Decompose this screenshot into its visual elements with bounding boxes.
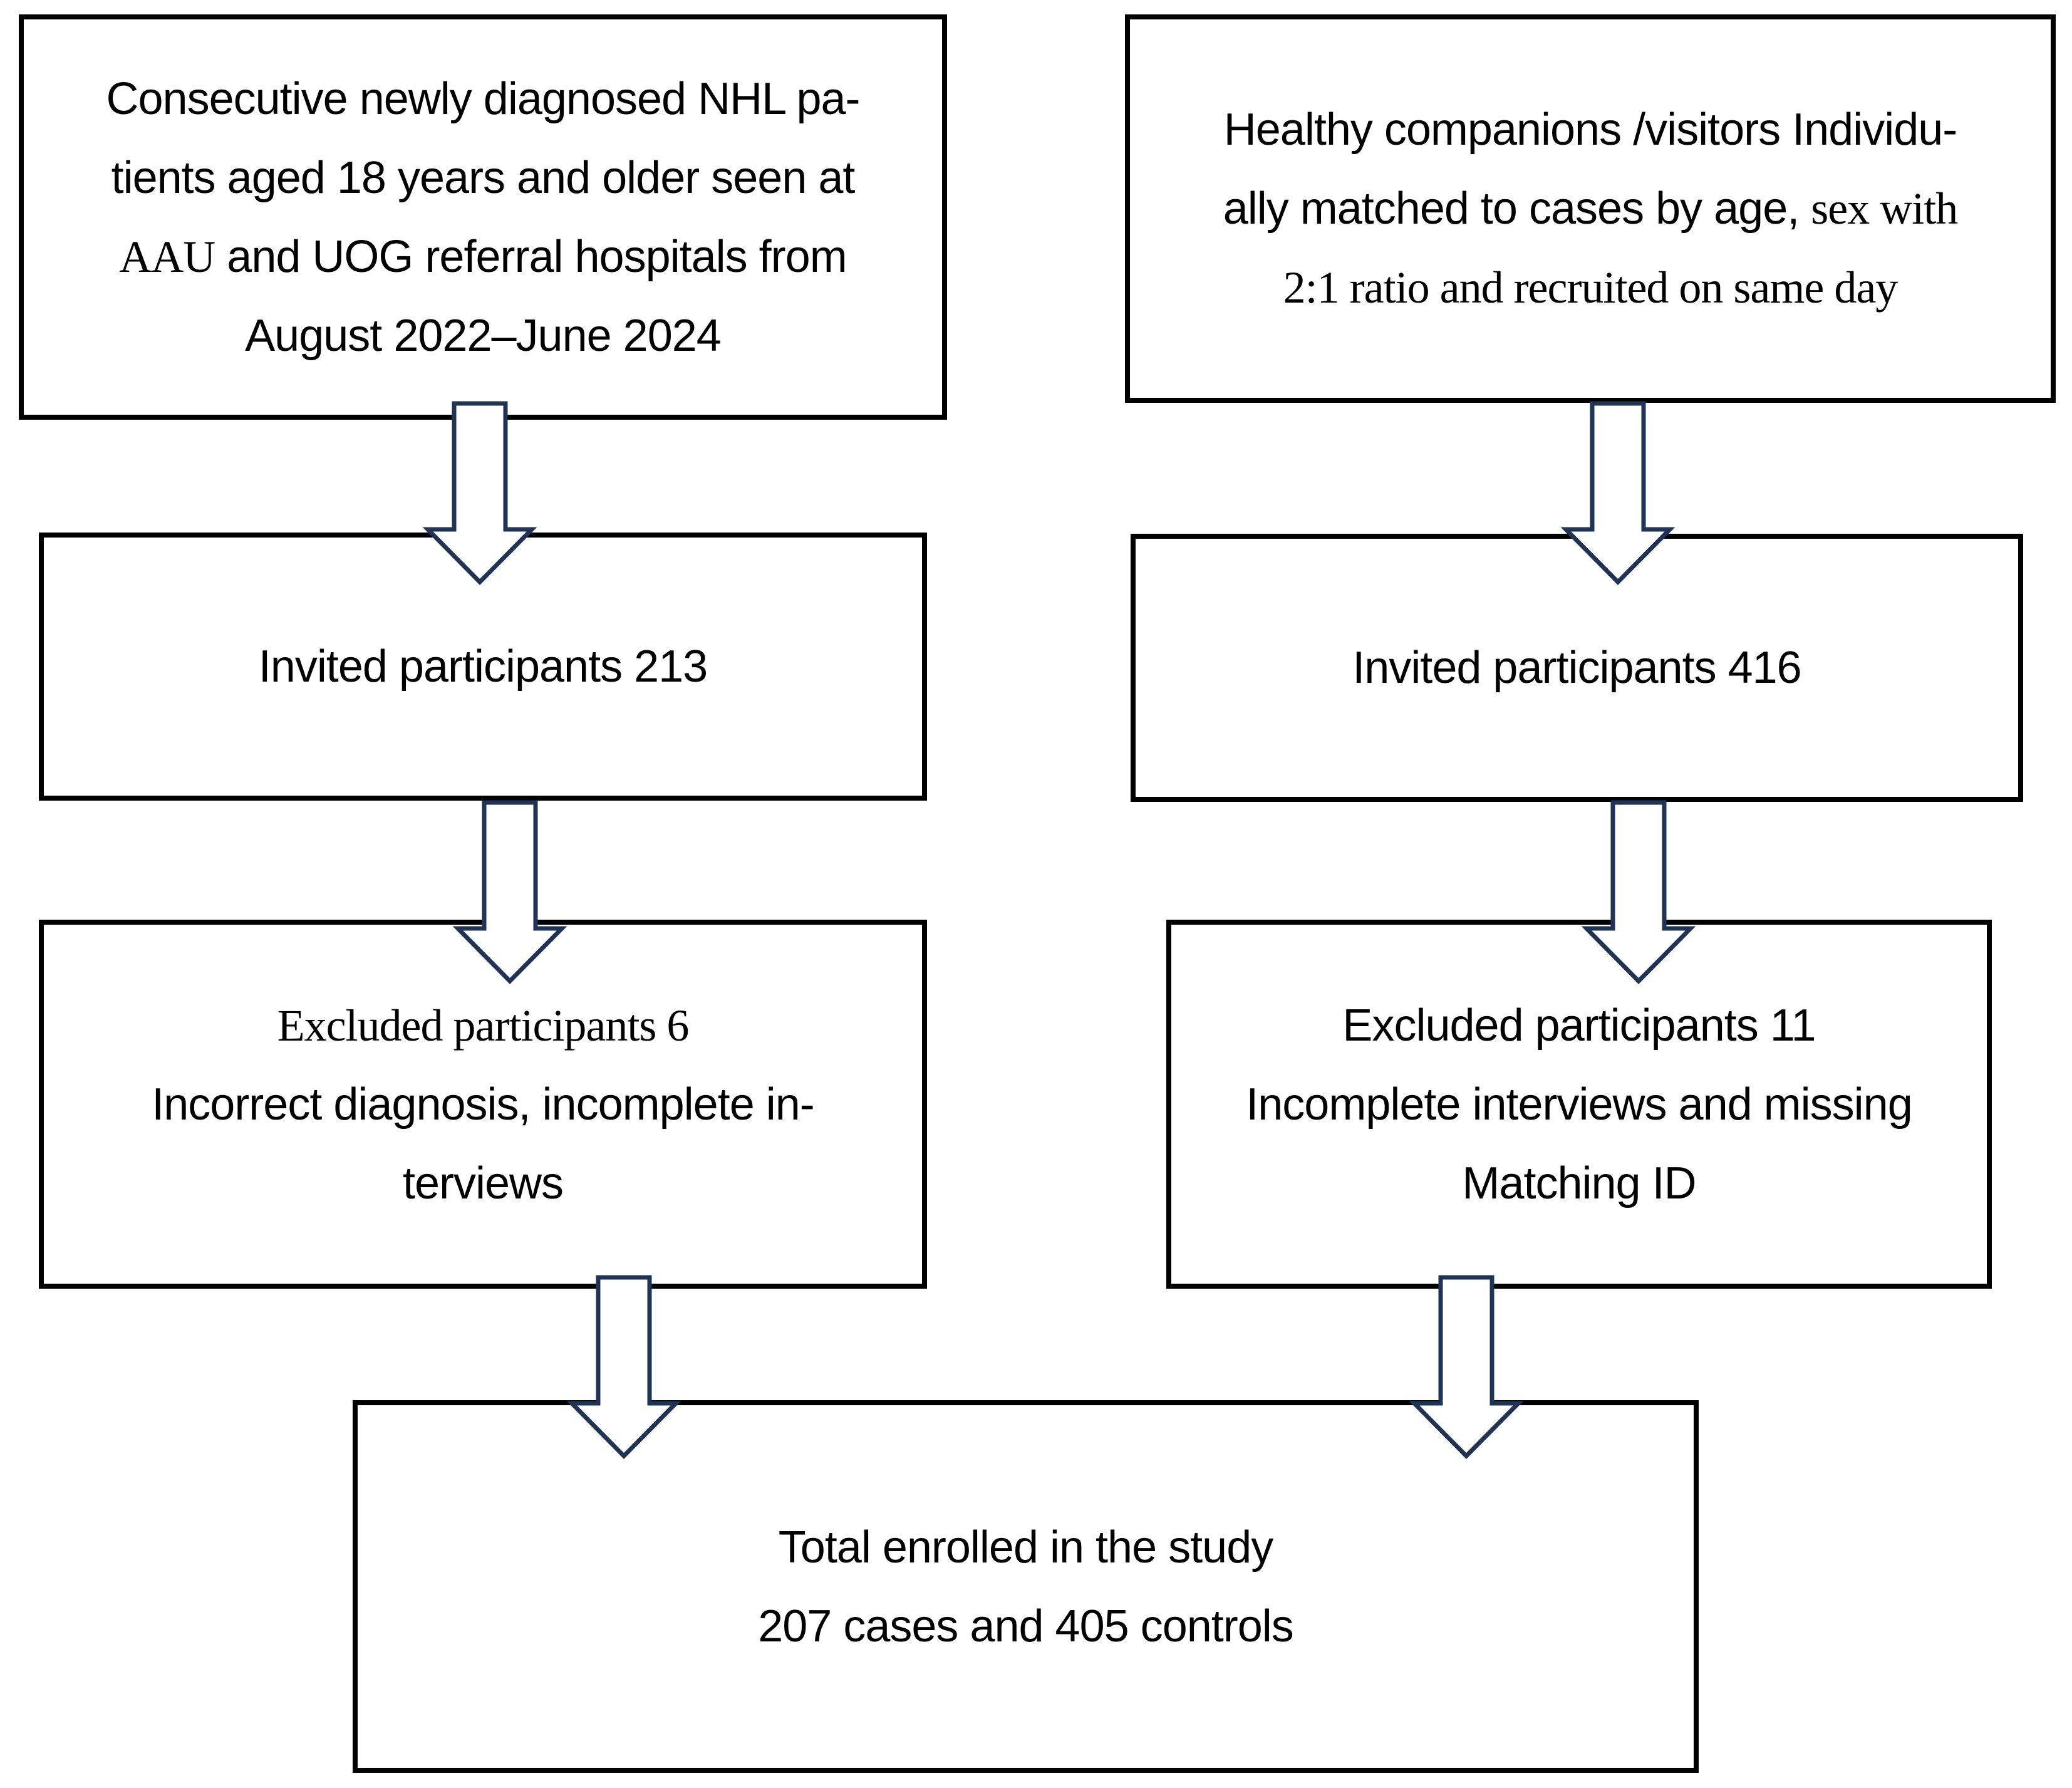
text-line: Invited participants 416	[1352, 643, 1801, 693]
box-nhl-patients-source: Consecutive newly diagnosed NHL pa- tien…	[19, 14, 947, 420]
text-line: terviews	[402, 1158, 564, 1208]
text-line: tients aged 18 years and older seen at	[111, 152, 856, 203]
box-total-enrolled: Total enrolled in the study 207 cases an…	[353, 1400, 1699, 1773]
text-line: AAU and UOG referral hospitals from	[119, 217, 847, 296]
text-line: Incorrect diagnosis, incomplete in-	[152, 1079, 815, 1130]
box-excluded-cases: Excluded participants 6 Incorrect diagno…	[39, 920, 927, 1289]
down-arrow-icon	[422, 401, 537, 585]
text-run: sex with	[1811, 184, 1958, 234]
text-run: AAU	[119, 231, 215, 282]
down-arrow-icon	[1409, 1275, 1524, 1459]
down-arrow-icon	[1581, 800, 1696, 984]
text-line: ally matched to cases by age, sex with	[1223, 169, 1959, 248]
text-line: 2:1 ratio and recruited on same day	[1283, 262, 1898, 313]
text-line: Invited participants 213	[258, 642, 708, 692]
text-run: and UOG referral hospitals from	[215, 231, 847, 282]
box-healthy-controls-source: Healthy companions /visitors Individu- a…	[1125, 14, 2056, 403]
text-line: 207 cases and 405 controls	[758, 1601, 1294, 1651]
down-arrow-icon	[1560, 401, 1676, 585]
text-line: Total enrolled in the study	[778, 1522, 1274, 1572]
text-line: Excluded participants 11	[1342, 1000, 1816, 1051]
down-arrow-icon	[566, 1275, 681, 1459]
text-line: Matching ID	[1462, 1158, 1696, 1208]
text-line: Incomplete interviews and missing	[1246, 1079, 1912, 1130]
text-line: August 2022–June 2024	[245, 310, 722, 361]
box-invited-controls: Invited participants 416	[1131, 534, 2023, 802]
box-excluded-controls: Excluded participants 11 Incomplete inte…	[1166, 920, 1992, 1289]
text-run: ally matched to cases by age,	[1223, 184, 1811, 234]
down-arrow-icon	[452, 800, 567, 984]
text-line: Healthy companions /visitors Individu-	[1223, 105, 1958, 155]
text-line: Excluded participants 6	[277, 1000, 690, 1051]
text-line: Consecutive newly diagnosed NHL pa-	[106, 73, 860, 124]
